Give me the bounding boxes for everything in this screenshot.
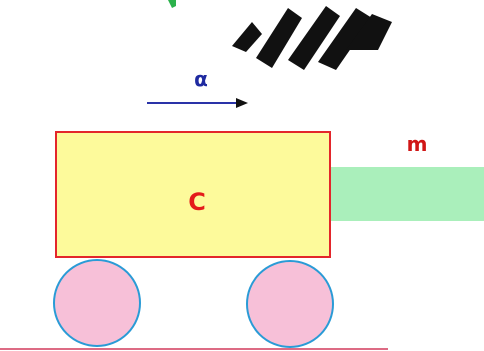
- acceleration-indicator: α: [147, 67, 248, 108]
- left-wheel: [53, 259, 141, 347]
- wheels: [53, 259, 334, 348]
- acceleration-label: α: [194, 67, 208, 91]
- acceleration-arrow-head: [236, 98, 248, 108]
- right-wheel: [246, 260, 334, 348]
- cart: C: [55, 131, 331, 258]
- watermark-logo: [168, 0, 392, 70]
- cart-label: C: [188, 188, 206, 216]
- block-rect: [329, 167, 484, 221]
- block-m: m: [329, 132, 484, 221]
- block-label: m: [407, 132, 428, 156]
- cart-body: [55, 131, 331, 258]
